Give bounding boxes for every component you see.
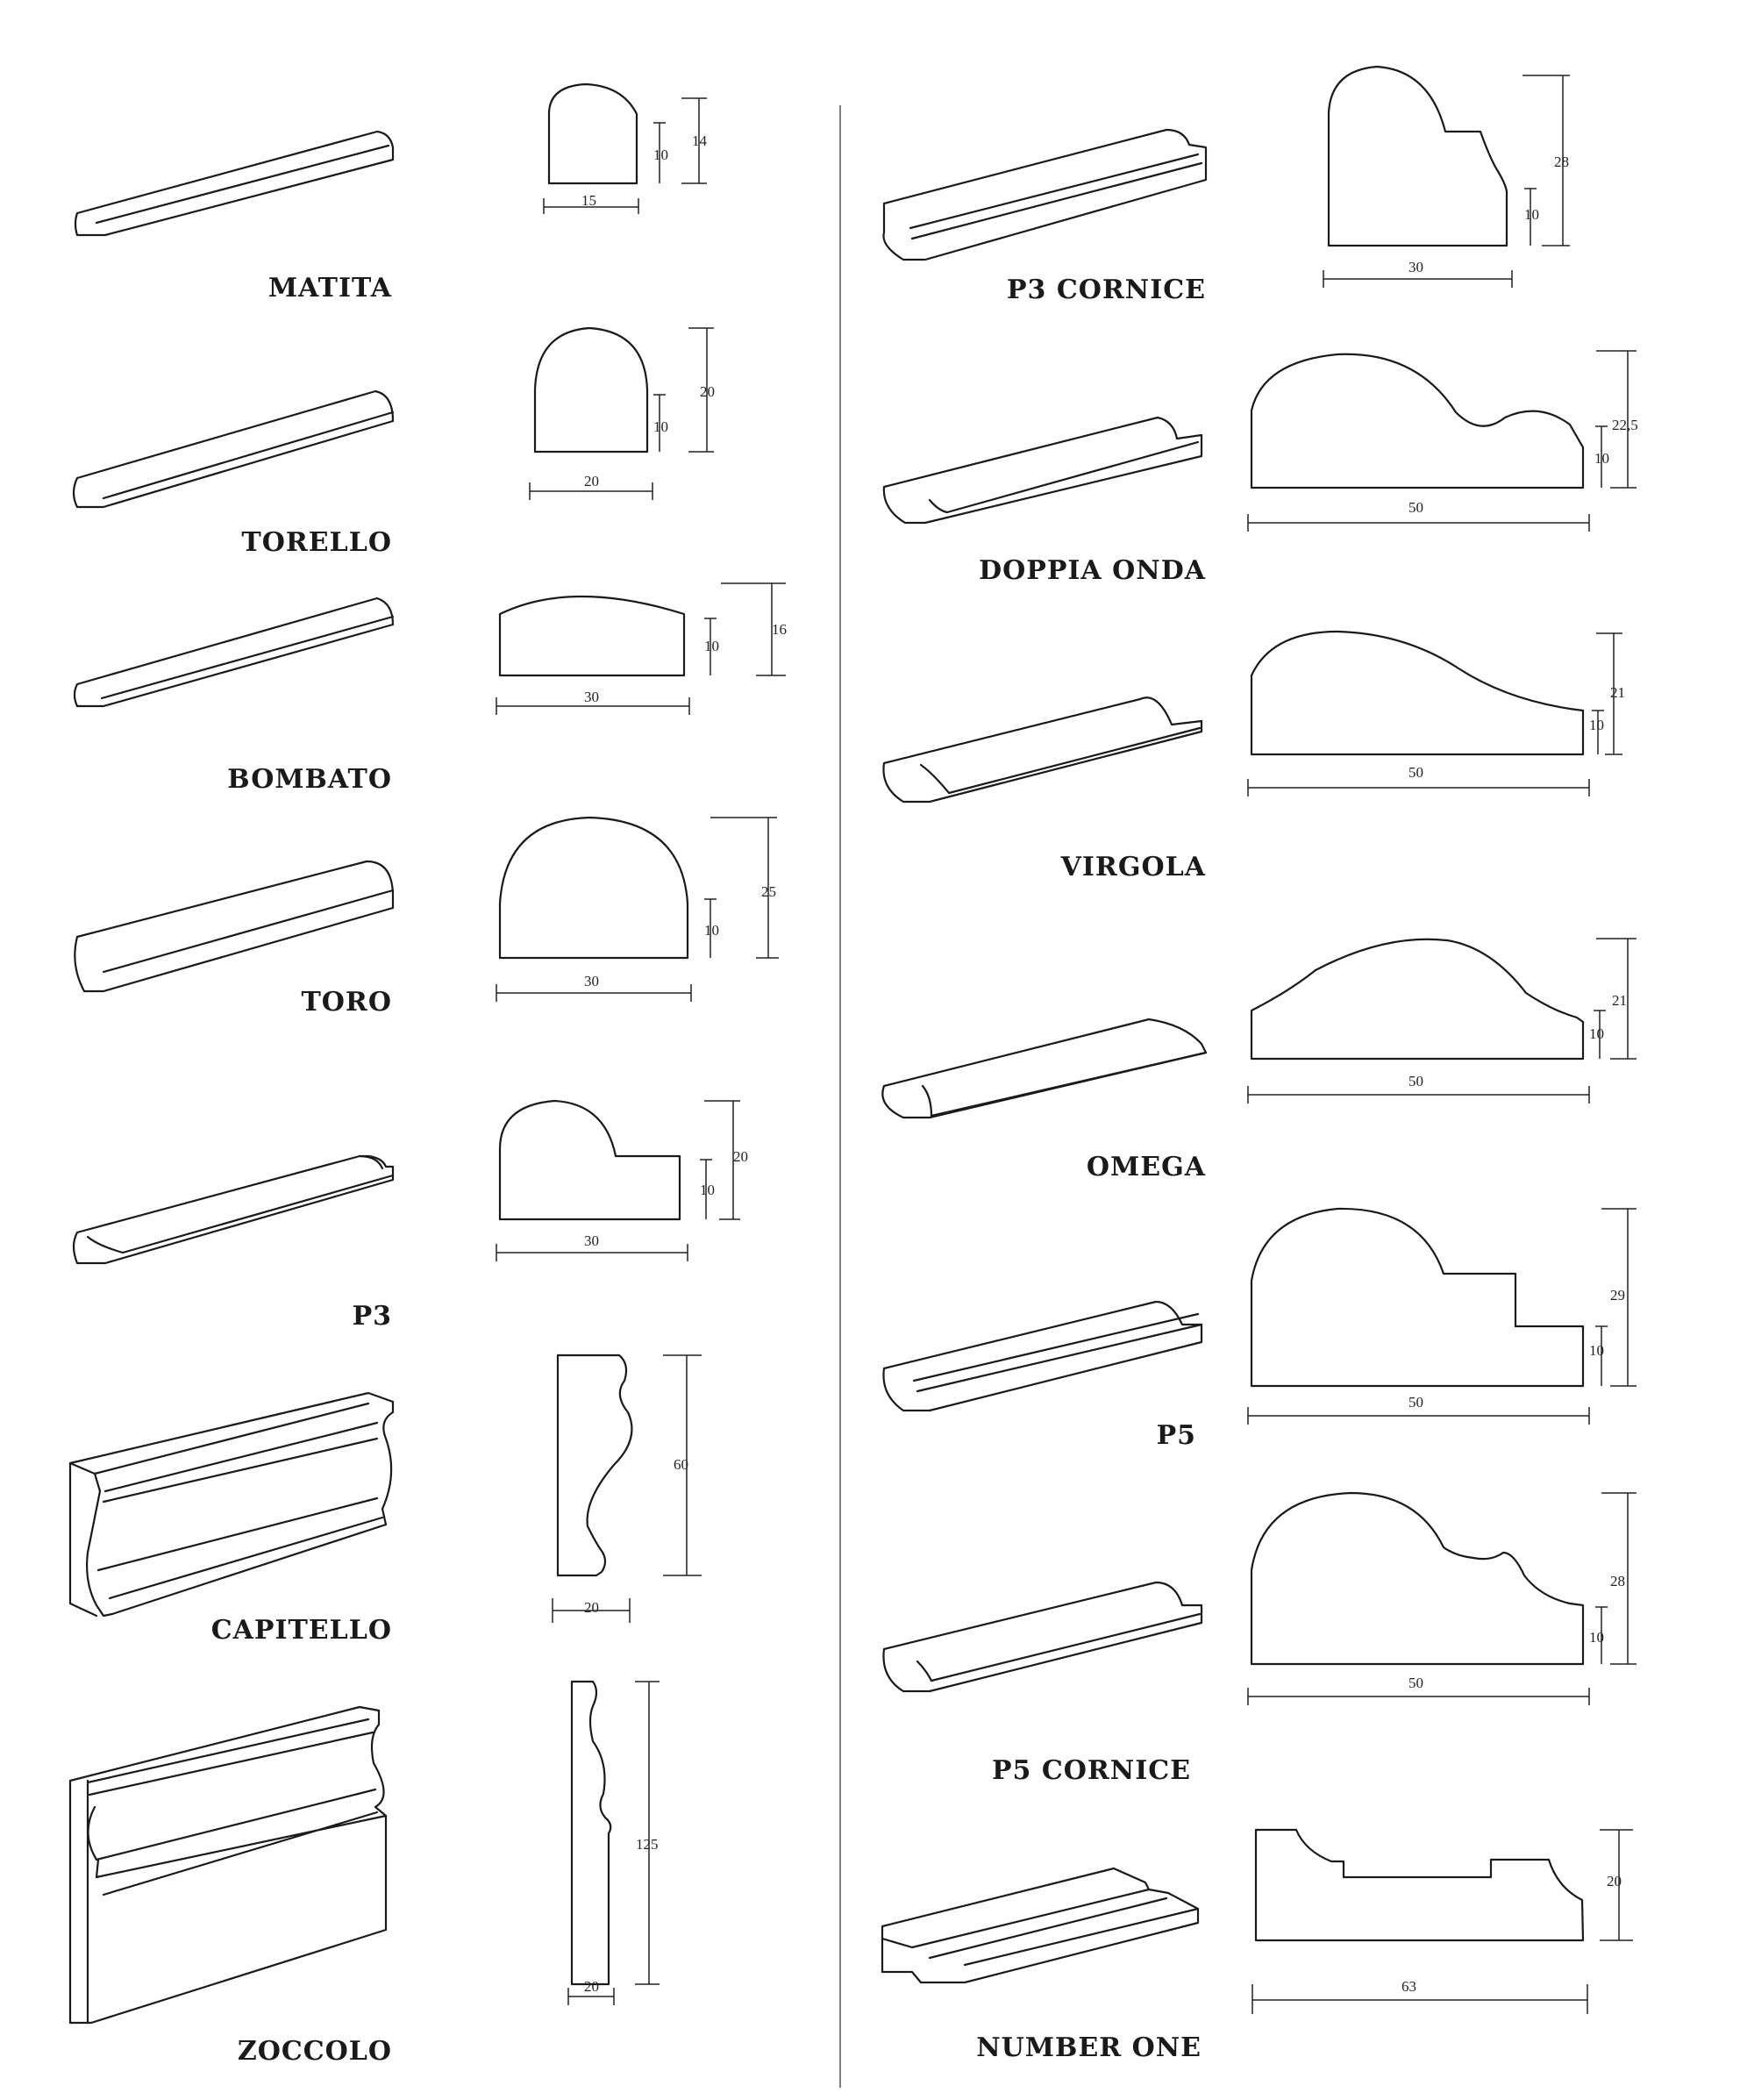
p5-3d-view bbox=[882, 1300, 1203, 1412]
virgola-label: VIRGOLA bbox=[1060, 852, 1206, 882]
omega-base: 10 bbox=[1589, 1025, 1604, 1042]
p3-cornice-label: P3 CORNICE bbox=[1007, 275, 1206, 305]
capitello-profile bbox=[552, 1354, 702, 1623]
number-one-3d-view bbox=[881, 1867, 1200, 1984]
p3-cornice-height: 28 bbox=[1554, 154, 1569, 170]
p5-label: P5 bbox=[1157, 1420, 1196, 1451]
p3-width: 30 bbox=[584, 1232, 599, 1249]
toro-label: TORO bbox=[301, 987, 392, 1018]
p5-cornice-width: 50 bbox=[1408, 1675, 1423, 1691]
number-one-height: 20 bbox=[1607, 1873, 1622, 1889]
toro-height: 25 bbox=[761, 883, 776, 900]
p5-height: 29 bbox=[1610, 1287, 1625, 1304]
p5-cornice-profile bbox=[1247, 1491, 1637, 1705]
p5-cornice-label: P5 CORNICE bbox=[992, 1755, 1191, 1786]
torello-height: 20 bbox=[700, 383, 715, 400]
virgola-profile bbox=[1247, 630, 1622, 796]
p5-profile bbox=[1247, 1207, 1637, 1425]
omega-width: 50 bbox=[1408, 1073, 1423, 1089]
capitello-height: 60 bbox=[674, 1456, 688, 1473]
p3-3d-view bbox=[72, 1154, 395, 1265]
item-doppia-onda: 50 22,5 10 DOPPIA ONDA bbox=[882, 350, 1638, 586]
zoccolo-height: 125 bbox=[636, 1836, 659, 1853]
omega-label: OMEGA bbox=[1087, 1152, 1206, 1182]
virgola-width: 50 bbox=[1408, 764, 1423, 781]
bombato-base: 10 bbox=[704, 638, 719, 654]
matita-profile bbox=[543, 82, 707, 214]
bombato-profile bbox=[496, 582, 786, 715]
zoccolo-width: 20 bbox=[584, 1978, 599, 1995]
omega-height: 21 bbox=[1612, 992, 1627, 1009]
item-matita: 15 14 10 MATITA bbox=[74, 82, 708, 304]
doppia-onda-base: 10 bbox=[1594, 450, 1609, 467]
p5-cornice-base: 10 bbox=[1589, 1629, 1604, 1646]
torello-base: 10 bbox=[653, 418, 668, 435]
number-one-width: 63 bbox=[1401, 1978, 1416, 1995]
omega-3d-view bbox=[881, 1018, 1208, 1119]
torello-3d-view bbox=[72, 389, 395, 509]
p5-cornice-height: 28 bbox=[1610, 1573, 1625, 1589]
item-p3-cornice: 30 28 10 P3 CORNICE bbox=[882, 65, 1570, 305]
item-torello: 20 20 10 TORELLO bbox=[72, 326, 715, 558]
doppia-onda-height: 22,5 bbox=[1612, 417, 1638, 433]
zoccolo-label: ZOCCOLO bbox=[238, 2036, 392, 2067]
torello-label: TORELLO bbox=[241, 527, 392, 558]
p3-height: 20 bbox=[733, 1148, 748, 1165]
bombato-height: 16 bbox=[772, 621, 787, 638]
virgola-3d-view bbox=[882, 696, 1203, 804]
matita-width: 15 bbox=[581, 192, 596, 209]
doppia-onda-width: 50 bbox=[1408, 499, 1423, 516]
matita-label: MATITA bbox=[268, 273, 392, 304]
number-one-profile bbox=[1252, 1828, 1633, 2014]
matita-base: 10 bbox=[653, 146, 668, 163]
p3-cornice-base: 10 bbox=[1524, 206, 1539, 223]
capitello-label: CAPITELLO bbox=[211, 1615, 392, 1646]
item-p3: 30 20 10 P3 bbox=[72, 1099, 748, 1332]
p3-cornice-3d-view bbox=[882, 128, 1208, 261]
p3-cornice-profile bbox=[1323, 65, 1570, 288]
p5-cornice-3d-view bbox=[882, 1581, 1203, 1693]
bombato-width: 30 bbox=[584, 689, 599, 705]
omega-profile bbox=[1247, 938, 1637, 1104]
bombato-3d-view bbox=[73, 596, 395, 708]
item-toro: 30 25 10 TORO bbox=[74, 816, 779, 1018]
item-p5: 50 29 10 P5 bbox=[882, 1207, 1637, 1451]
capitello-width: 20 bbox=[584, 1599, 599, 1616]
item-bombato: 30 16 10 BOMBATO bbox=[73, 582, 787, 795]
torello-profile bbox=[529, 326, 714, 500]
matita-3d-view bbox=[74, 130, 395, 237]
toro-3d-view bbox=[74, 860, 395, 993]
item-capitello: 20 60 CAPITELLO bbox=[68, 1354, 702, 1646]
p3-label: P3 bbox=[353, 1301, 392, 1332]
toro-base: 10 bbox=[704, 922, 719, 939]
doppia-onda-label: DOPPIA ONDA bbox=[979, 555, 1206, 586]
doppia-onda-profile bbox=[1247, 350, 1637, 532]
doppia-onda-3d-view bbox=[882, 416, 1203, 525]
item-virgola: 50 21 10 VIRGOLA bbox=[882, 630, 1625, 882]
bombato-label: BOMBATO bbox=[227, 764, 392, 795]
p5-width: 50 bbox=[1408, 1394, 1423, 1411]
item-number-one: 63 20 NUMBER ONE bbox=[881, 1828, 1633, 2063]
item-p5-cornice: 50 28 10 P5 CORNICE bbox=[882, 1491, 1637, 1786]
item-omega: 50 21 10 OMEGA bbox=[881, 938, 1637, 1182]
p3-base: 10 bbox=[700, 1182, 715, 1198]
p3-cornice-width: 30 bbox=[1408, 259, 1423, 275]
p5-base: 10 bbox=[1589, 1342, 1604, 1359]
zoccolo-profile bbox=[567, 1680, 660, 2005]
number-one-label: NUMBER ONE bbox=[976, 2032, 1202, 2063]
toro-profile bbox=[496, 816, 779, 1002]
virgola-base: 10 bbox=[1589, 717, 1604, 733]
virgola-height: 21 bbox=[1610, 684, 1625, 701]
p3-profile bbox=[496, 1099, 740, 1261]
zoccolo-3d-view bbox=[68, 1705, 388, 2025]
capitello-3d-view bbox=[68, 1391, 395, 1618]
toro-width: 30 bbox=[584, 973, 599, 989]
torello-width: 20 bbox=[584, 473, 599, 489]
matita-height: 14 bbox=[692, 132, 708, 149]
item-zoccolo: 20 125 ZOCCOLO bbox=[68, 1680, 660, 2067]
